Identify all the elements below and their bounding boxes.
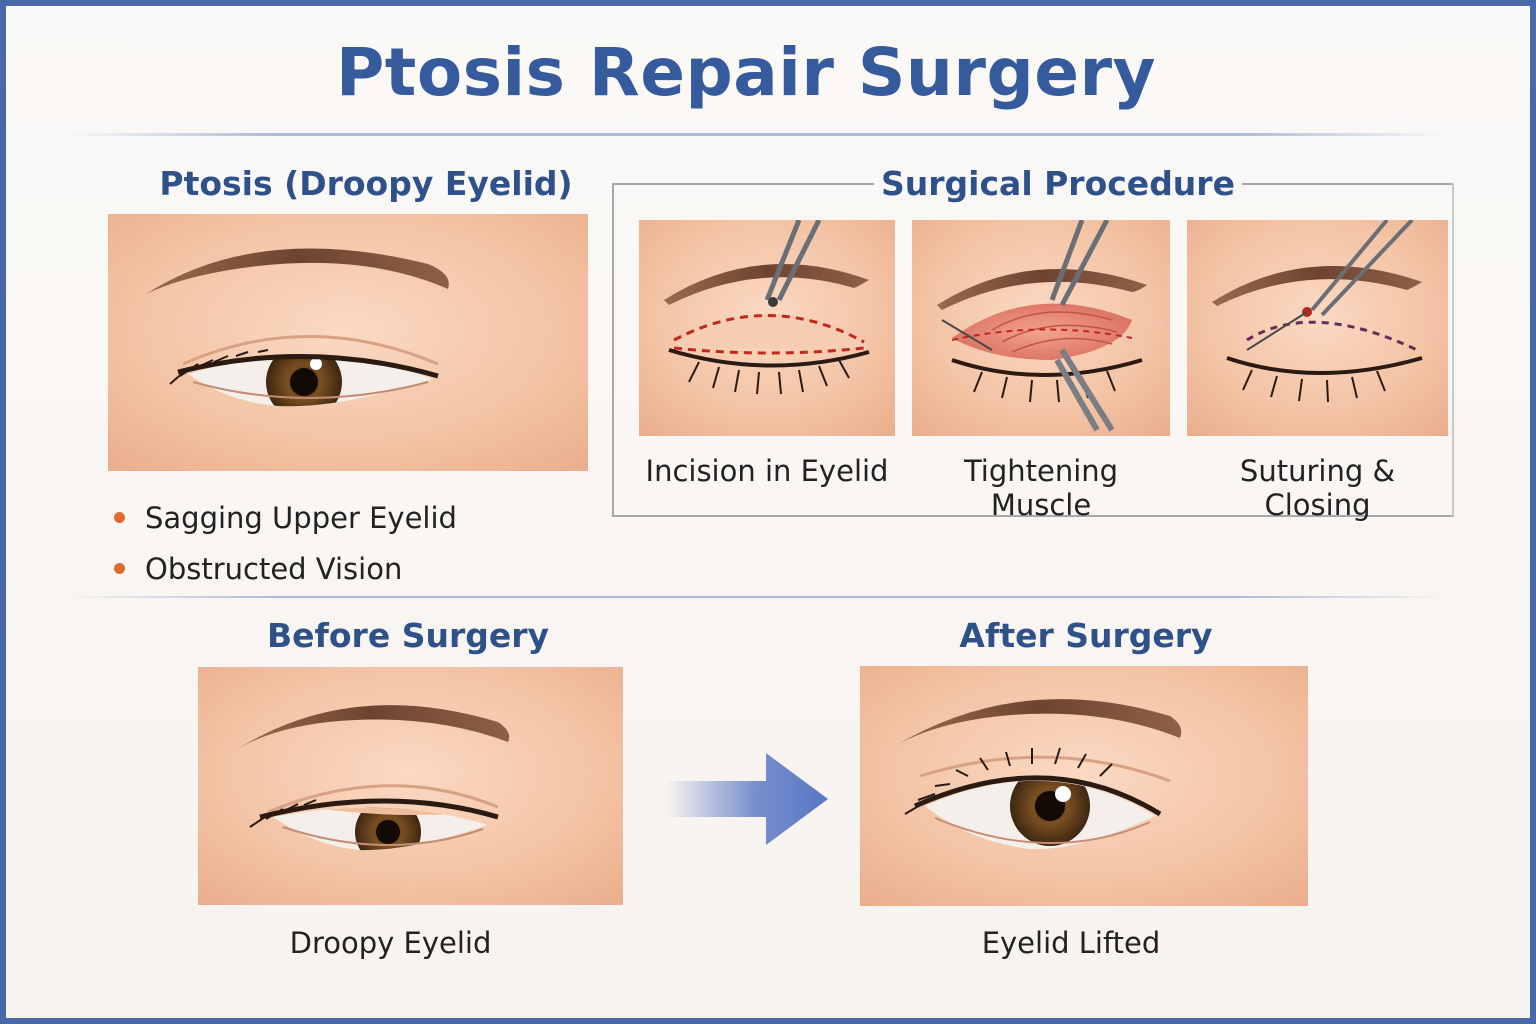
- procedure-heading: Surgical Procedure: [881, 164, 1235, 203]
- before-heading: Before Surgery: [266, 616, 550, 655]
- suturing-illustration: [1187, 220, 1448, 436]
- step-label-tightening: Tightening Muscle: [963, 454, 1119, 522]
- symptom-label: Sagging Upper Eyelid: [145, 500, 457, 535]
- tightening-muscle-illustration: [912, 220, 1170, 436]
- page-title: Ptosis Repair Surgery: [335, 34, 1157, 111]
- after-heading: After Surgery: [959, 616, 1213, 655]
- after-eye-illustration: [860, 666, 1308, 906]
- list-item: Sagging Upper Eyelid: [114, 492, 457, 543]
- bullet-dot: [114, 563, 125, 574]
- incision-illustration: [639, 220, 895, 436]
- after-caption: Eyelid Lifted: [981, 926, 1161, 960]
- procedure-frame-line-right: [1242, 183, 1454, 185]
- bullet-dot: [114, 512, 125, 523]
- title-divider: [66, 133, 1446, 136]
- before-caption: Droopy Eyelid: [289, 926, 492, 960]
- procedure-frame: [612, 183, 1454, 517]
- step-label-suturing: Suturing & Closing: [1239, 454, 1396, 522]
- step-label-incision: Incision in Eyelid: [645, 454, 889, 488]
- list-item: Obstructed Vision: [114, 543, 457, 594]
- symptom-label: Obstructed Vision: [145, 551, 403, 586]
- section-divider: [66, 596, 1446, 598]
- arrow-right-icon: [666, 753, 828, 845]
- before-eye-illustration: [198, 667, 623, 905]
- procedure-frame-line-left: [612, 183, 874, 185]
- droopy-eye-illustration: [108, 214, 588, 471]
- ptosis-heading: Ptosis (Droopy Eyelid): [159, 164, 573, 203]
- symptom-list: Sagging Upper Eyelid Obstructed Vision: [114, 492, 457, 594]
